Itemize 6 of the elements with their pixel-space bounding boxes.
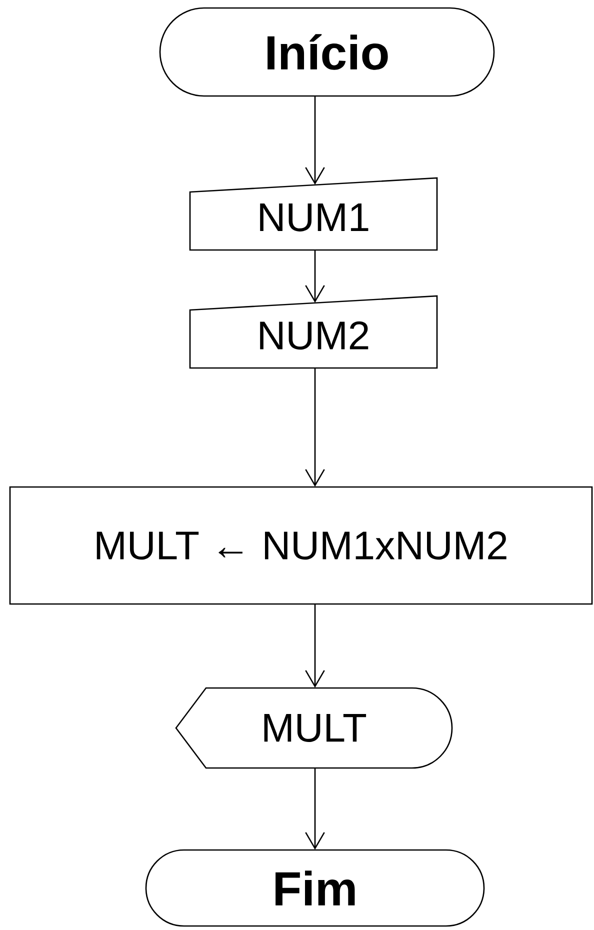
arrow xyxy=(305,604,325,688)
arrow xyxy=(305,768,325,850)
arrow xyxy=(305,96,325,185)
process-box: MULT ← NUM1xNUM2 xyxy=(9,486,593,605)
arrow xyxy=(305,250,325,303)
arrow xyxy=(305,368,325,487)
